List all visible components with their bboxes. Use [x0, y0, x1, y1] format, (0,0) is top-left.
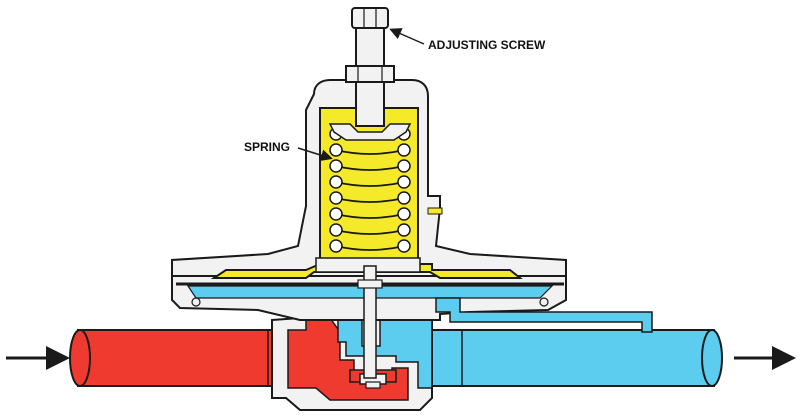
- adjusting-screw-label: ADJUSTING SCREW: [428, 38, 546, 52]
- upper-spring-button: [328, 123, 412, 141]
- adjusting-screw: [345, 7, 395, 127]
- adjusting-screw-leader: [389, 28, 425, 45]
- sensing-line: [435, 297, 653, 333]
- spring-label: SPRING: [244, 140, 291, 154]
- spring-chamber: [210, 107, 523, 279]
- inlet-pipe: [69, 329, 289, 387]
- valve-stem: [357, 265, 383, 379]
- outlet-pipe: [431, 329, 723, 387]
- spring-leader: [297, 147, 333, 162]
